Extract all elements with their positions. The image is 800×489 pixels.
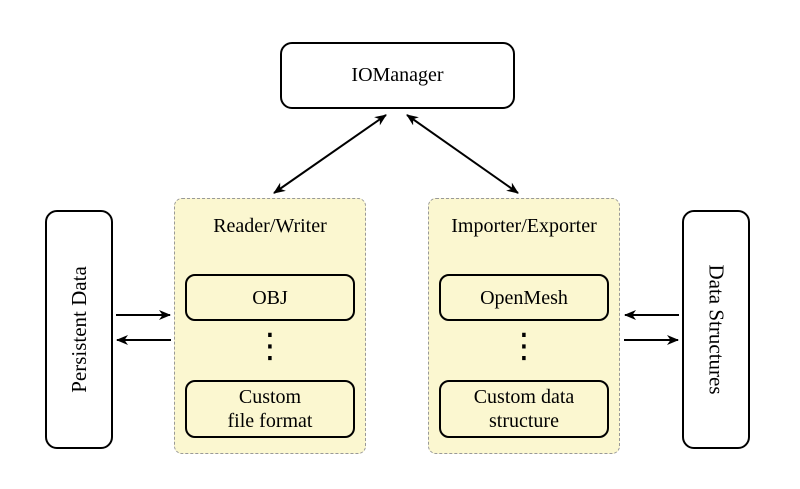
- openmesh-label: OpenMesh: [480, 286, 568, 309]
- reader-writer-container: Reader/Writer OBJ ⋮ Custom file format: [174, 198, 366, 454]
- custom-data-structure-line2: structure: [489, 410, 559, 432]
- custom-data-structure-box: Custom data structure: [439, 380, 609, 438]
- custom-data-structure-line1: Custom data: [473, 386, 575, 408]
- data-structures-label: Data Structures: [704, 264, 729, 395]
- vertical-ellipsis: ⋮: [429, 327, 619, 367]
- iomanager-label: IOManager: [351, 64, 444, 86]
- reader-writer-title: Reader/Writer: [213, 215, 327, 237]
- importer-exporter-container: Importer/Exporter OpenMesh ⋮ Custom data…: [428, 198, 620, 454]
- iomanager-box: IOManager: [280, 42, 515, 109]
- persistent-data-box: Persistent Data: [45, 210, 113, 449]
- obj-label: OBJ: [252, 286, 288, 309]
- vertical-ellipsis: ⋮: [175, 327, 365, 367]
- openmesh-box: OpenMesh: [439, 274, 609, 321]
- importer-exporter-title: Importer/Exporter: [451, 215, 597, 237]
- custom-file-format-line1: Custom: [238, 386, 302, 408]
- obj-box: OBJ: [185, 274, 355, 321]
- arrow-iomanager-readerwriter: [273, 114, 387, 194]
- custom-file-format-box: Custom file format: [185, 380, 355, 438]
- persistent-data-label: Persistent Data: [66, 266, 91, 393]
- arrow-iomanager-importerexporter: [406, 114, 519, 194]
- vertical-ellipsis-glyph: ⋮: [253, 326, 287, 367]
- vertical-ellipsis-glyph: ⋮: [507, 326, 541, 367]
- data-structures-box: Data Structures: [682, 210, 750, 449]
- custom-file-format-line2: file format: [227, 410, 313, 432]
